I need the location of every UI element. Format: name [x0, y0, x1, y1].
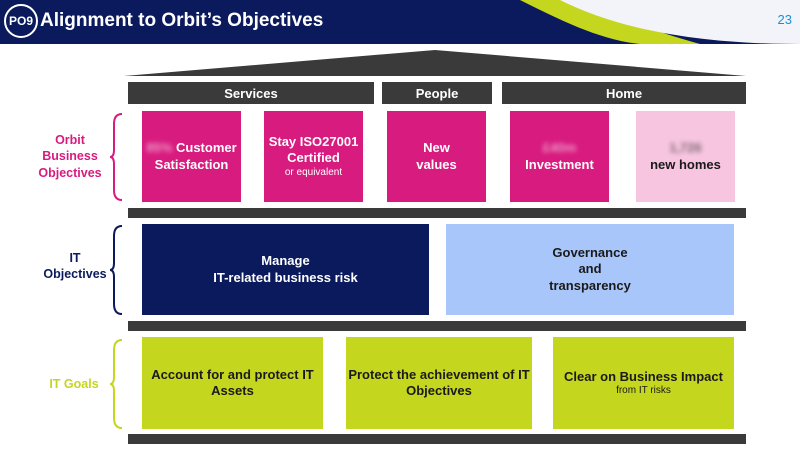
row-label-it-goals: IT Goals: [49, 377, 99, 391]
header-swoosh: [520, 0, 800, 44]
roof-triangle: [124, 50, 746, 76]
shelf-2: [128, 321, 746, 331]
business-box-investment: £40m Investment: [510, 111, 609, 202]
business-box-iso27001: Stay ISO27001 Certified or equivalent: [264, 111, 363, 202]
row-label-business-objectives: Orbit Business Objectives: [38, 133, 102, 180]
column-header-people: People: [382, 82, 492, 104]
brace-business: [110, 113, 123, 201]
header-bar: [0, 0, 800, 44]
column-header-home: Home: [502, 82, 746, 104]
column-header-services: Services: [128, 82, 374, 104]
brace-it-objectives: [110, 225, 123, 315]
slide-number: 23: [777, 12, 792, 27]
business-box-customer-satisfaction: 85% Customer Satisfaction: [142, 111, 241, 202]
business-box-new-values: New values: [387, 111, 486, 202]
blurred-value: £40m: [542, 140, 577, 156]
business-box-new-homes: 1,726 new homes: [636, 111, 735, 202]
brace-it-goals: [110, 339, 123, 429]
it-goal-business-impact: Clear on Business Impact from IT risks: [553, 337, 734, 429]
it-objective-manage-risk: Manage IT-related business risk: [142, 224, 429, 315]
blurred-value: 1,726: [669, 140, 702, 156]
it-goal-protect-objectives: Protect the achievement of IT Objectives: [346, 337, 532, 429]
it-goal-protect-assets: Account for and protect IT Assets: [142, 337, 323, 429]
blurred-value: 85%: [146, 140, 173, 156]
section-badge: PO9: [4, 4, 38, 38]
shelf-1: [128, 208, 746, 218]
row-label-it-objectives: IT Objectives: [43, 251, 107, 282]
shelf-3: [128, 434, 746, 444]
it-objective-governance: Governance and transparency: [446, 224, 734, 315]
page-title: Alignment to Orbit’s Objectives: [40, 10, 324, 31]
